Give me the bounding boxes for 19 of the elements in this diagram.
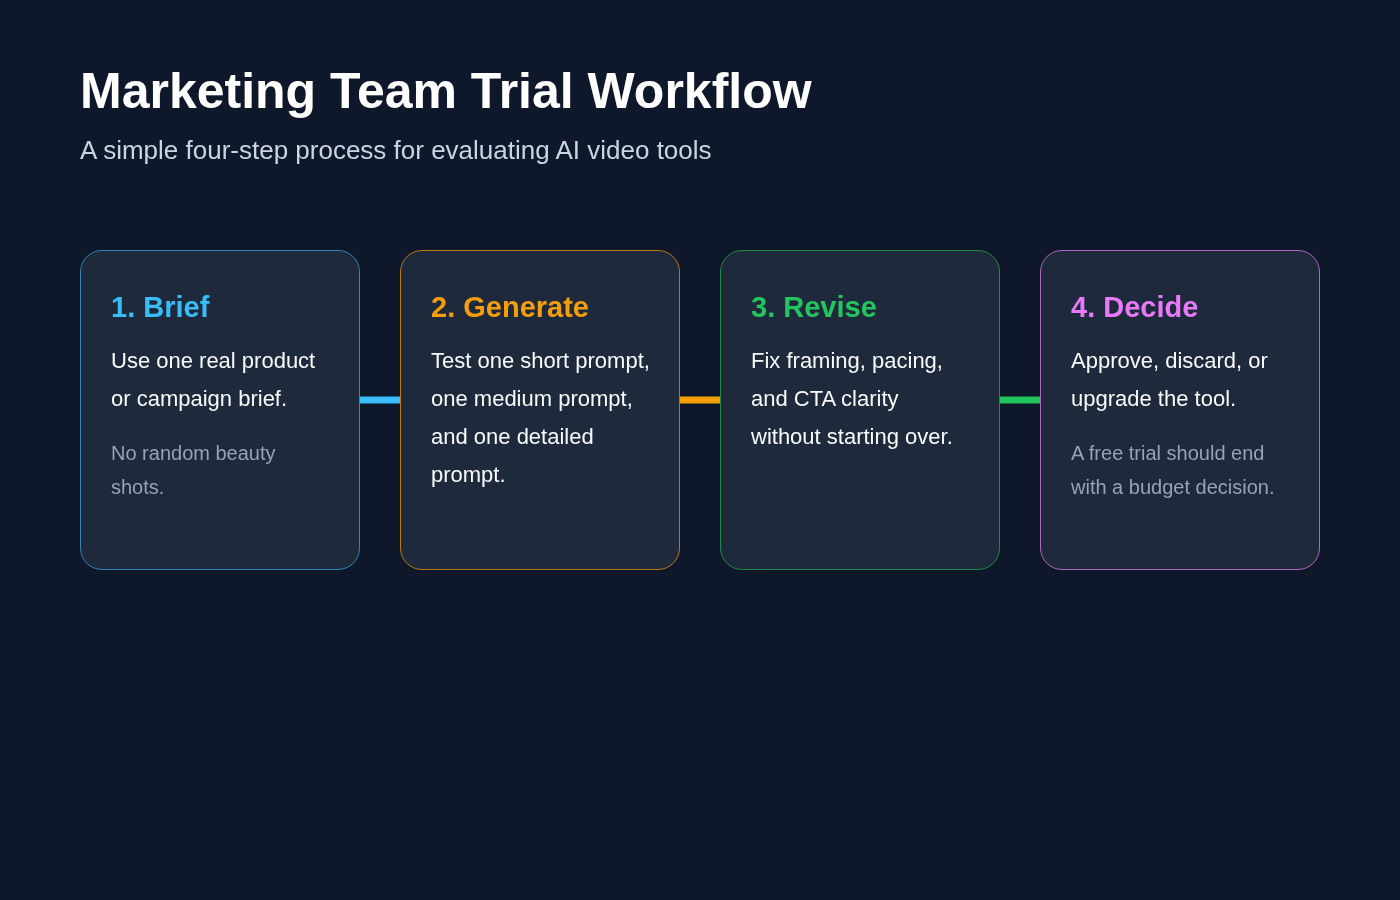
step-card bbox=[400, 250, 680, 570]
step-description: Approve, discard, or upgrade the tool. bbox=[1071, 347, 1269, 413]
diagram-title: Marketing Team Trial Workflow bbox=[80, 62, 812, 120]
step-note: No random beauty shots. bbox=[111, 441, 277, 500]
step-card bbox=[720, 250, 1000, 570]
step-description: Test one short prompt, one medium prompt, and one detailed prompt. bbox=[431, 347, 651, 489]
connector-line bbox=[360, 396, 400, 404]
step-description: Use one real product or campaign brief. bbox=[111, 347, 317, 413]
step-heading: 1. Brief bbox=[111, 291, 211, 324]
step-heading: 2. Generate bbox=[431, 291, 590, 324]
connector-line bbox=[680, 396, 720, 404]
step-card bbox=[1040, 250, 1320, 570]
connector-line bbox=[1000, 396, 1040, 404]
step-heading: 4. Decide bbox=[1071, 291, 1200, 324]
step-heading: 3. Revise bbox=[751, 291, 878, 324]
step-description: Fix framing, pacing, and CTA clarity without starting over. bbox=[751, 347, 954, 451]
diagram-subtitle: A simple four-step process for evaluating AI video tools bbox=[80, 135, 712, 166]
step-card bbox=[80, 250, 360, 570]
step-note: A free trial should end with a budget decision. bbox=[1071, 441, 1276, 500]
